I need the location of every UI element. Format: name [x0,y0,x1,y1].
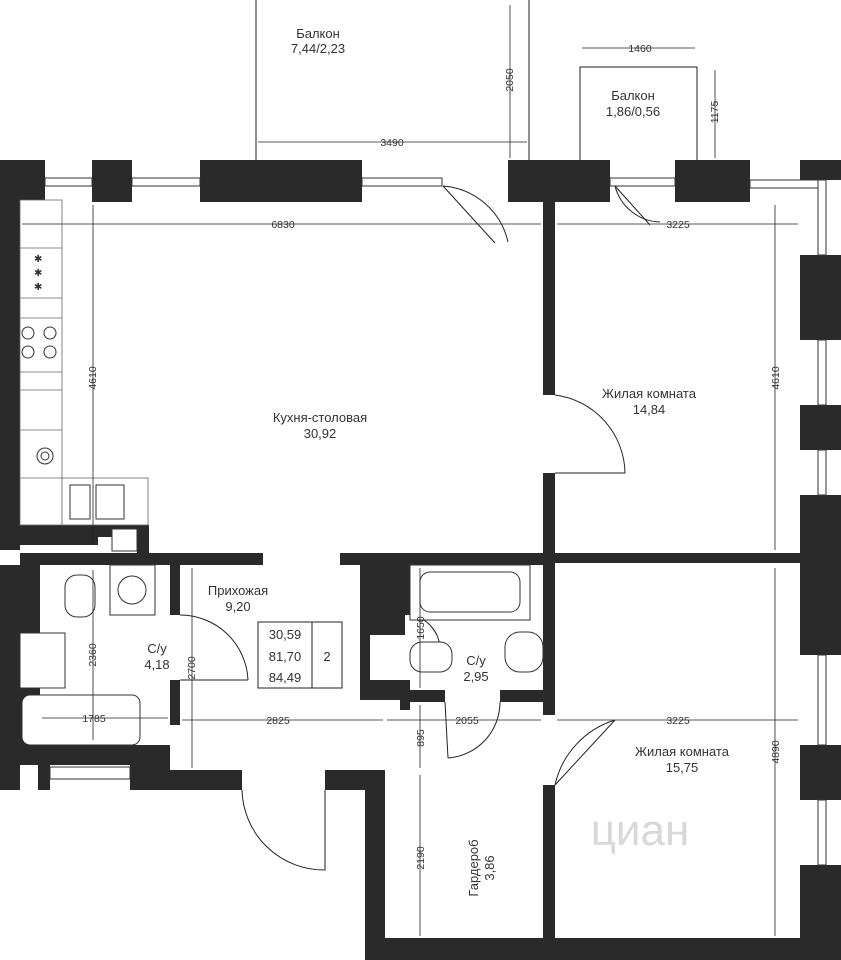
bath-left-area: 4,18 [144,657,169,672]
summary-total-with-balcony: 84,49 [269,670,302,685]
bath-left-fixtures [19,564,156,746]
dim-895: 895 [415,729,427,747]
dim-2055: 2055 [455,715,479,727]
dim-1785: 1785 [82,713,106,725]
washbasin-icon [504,631,544,673]
balcony-right-area: 1,86/0,56 [606,104,660,119]
kitchen-name: Кухня-столовая [273,410,367,425]
living-top-area: 14,84 [633,402,666,417]
wardrobe-area: 3,86 [482,855,497,880]
balcony-left-name: Балкон [296,26,340,41]
bathtub-icon [21,694,141,746]
toilet-icon [409,641,453,673]
hallway-area: 9,20 [225,599,250,614]
balcony-right-outline [579,66,698,160]
outer-walls [0,160,841,960]
dim-1175: 1175 [709,101,721,124]
windows [44,177,827,866]
hallway-name: Прихожая [208,583,268,598]
stove-burner-icon [21,345,35,359]
summary-total-area: 81,70 [269,649,302,664]
stove-burner-icon [21,326,35,340]
dim-2700: 2700 [186,656,198,680]
balcony-left-outline [255,0,530,160]
cabinet-icon [111,528,138,552]
room-labels: Балкон 7,44/2,23 Балкон 1,86/0,56 Кухня-… [144,26,729,897]
dishwasher-icon [69,484,91,520]
dim-2050: 2050 [504,68,516,92]
balcony-left-area: 7,44/2,23 [291,41,345,56]
wardrobe-name: Гардероб [466,839,481,896]
dim-1650: 1650 [415,616,427,640]
summary-room-count: 2 [323,649,330,664]
dim-3490: 3490 [380,137,404,149]
summary-table: 30,59 81,70 84,49 2 [257,621,343,689]
living-bottom-area: 15,75 [666,760,699,775]
stove-burner-icon [43,345,57,359]
living-top-name: Жилая комната [602,386,697,401]
dim-4610-right: 4610 [770,366,782,390]
dimension-lines [22,5,798,936]
dim-2825: 2825 [266,715,290,727]
sink-icon [95,484,125,520]
kitchen-fixtures: ✱ ✱ ✱ [19,199,149,552]
balcony-right-name: Балкон [611,88,655,103]
watermark-text: циан [591,806,690,855]
bath-right-name: С/у [466,653,486,668]
bath-left-name: С/у [147,641,167,656]
washbasin-icon [19,632,66,689]
dim-2190: 2190 [415,846,427,870]
summary-living-area: 30,59 [269,627,302,642]
doors [179,185,661,871]
kitchen-area: 30,92 [304,426,337,441]
dim-6830: 6830 [271,219,295,231]
dim-4890: 4890 [770,740,782,764]
dim-3225-top: 3225 [666,219,690,231]
stove-burner-icon [43,326,57,340]
bath-right-area: 2,95 [463,669,488,684]
washing-machine-drum-icon [40,451,50,461]
dimension-labels: 3490 2050 1460 1175 6830 3225 4610 4610 … [82,43,782,870]
asterisk-icon: ✱ [34,254,42,265]
living-bottom-name: Жилая комната [635,744,730,759]
asterisk-icon: ✱ [34,282,42,293]
bath-right-fixtures [409,564,544,673]
dim-4610-left: 4610 [87,366,99,390]
dim-2360: 2360 [87,643,99,667]
dim-1460: 1460 [628,43,652,55]
toilet-icon [64,574,96,618]
asterisk-icon: ✱ [34,268,42,279]
dim-3225-bottom: 3225 [666,715,690,727]
